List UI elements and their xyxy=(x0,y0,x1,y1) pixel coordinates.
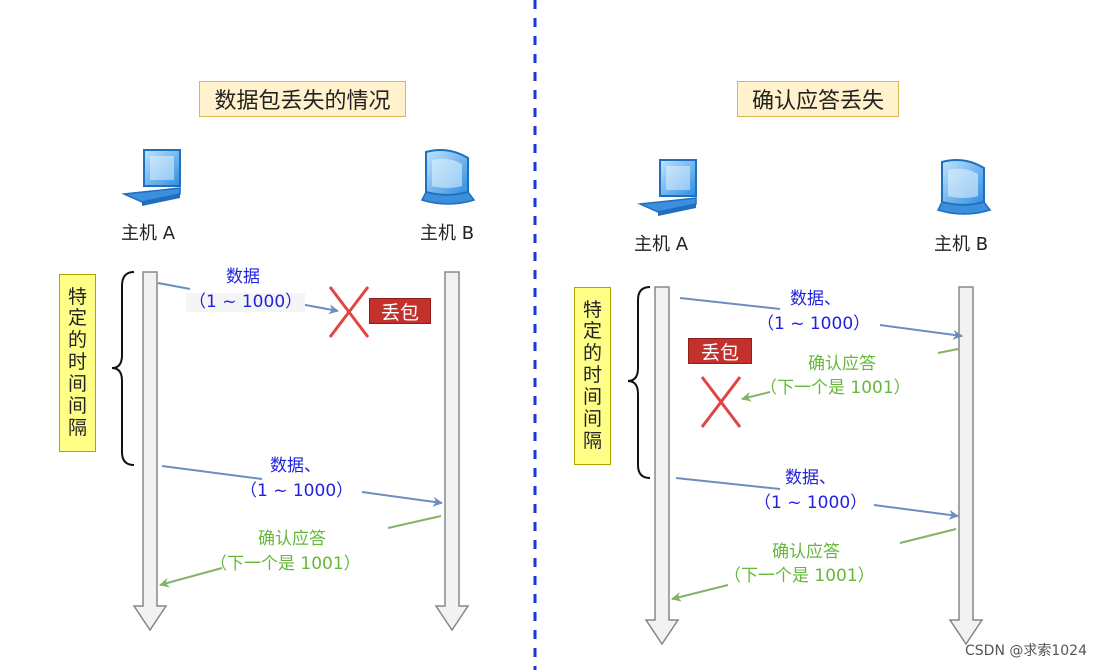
right-loss-badge: 丢包 xyxy=(688,338,752,364)
interval-char: 隔 xyxy=(582,429,602,452)
right-ack1-label-line2: （下一个是 1001） xyxy=(760,378,911,398)
interval-char: 间 xyxy=(67,394,87,417)
left-ack-label-line2: （下一个是 1001） xyxy=(210,554,361,574)
right-host-a-laptop-icon xyxy=(637,159,697,216)
right-data-arrow-1-seg1 xyxy=(679,297,781,310)
left-host-b-desktop-icon xyxy=(420,149,476,205)
right-msg2-label-line2: （1 ~ 1000） xyxy=(754,493,868,513)
right-ack-arrow-lost-seg1 xyxy=(937,348,959,354)
right-panel-title-text: 确认应答丢失 xyxy=(751,89,884,114)
right-interval-label: 特 定 的 时 间 间 隔 xyxy=(574,287,611,465)
left-data-arrow-2-seg1 xyxy=(161,465,263,480)
left-msg2-label-line2: （1 ~ 1000） xyxy=(240,481,354,501)
left-host-a-laptop-icon xyxy=(121,149,181,206)
interval-char: 隔 xyxy=(67,416,87,439)
interval-char: 的 xyxy=(582,342,602,365)
right-ack-arrow-lost-seg2 xyxy=(741,391,771,402)
interval-char: 特 xyxy=(67,285,87,308)
right-host-a-label: 主机 A xyxy=(634,234,689,255)
interval-char: 间 xyxy=(582,385,602,408)
right-loss-x-icon xyxy=(700,376,742,428)
left-panel-title: 数据包丢失的情况 xyxy=(199,81,406,117)
right-ack-arrow-2-seg2 xyxy=(671,584,729,602)
left-data-arrow-lost-seg2 xyxy=(299,303,339,315)
left-data-arrow-lost-seg1 xyxy=(157,282,191,290)
left-loss-x-icon xyxy=(328,286,370,338)
right-timeline-a xyxy=(644,286,680,646)
interval-char: 定 xyxy=(67,307,87,330)
left-ack-arrow-seg1 xyxy=(387,515,442,529)
right-ack1-label-line1: 确认应答 xyxy=(808,354,876,374)
right-timeline-b xyxy=(948,286,984,646)
interval-char: 的 xyxy=(67,329,87,352)
right-msg1-label-line1: 数据、 xyxy=(790,289,841,309)
interval-char: 时 xyxy=(67,351,87,374)
right-panel-title: 确认应答丢失 xyxy=(737,81,899,117)
right-host-b-desktop-icon xyxy=(936,159,992,215)
right-ack2-label-line2: （下一个是 1001） xyxy=(724,566,875,586)
interval-char: 间 xyxy=(582,407,602,430)
watermark: CSDN @求索1024 xyxy=(965,643,1087,659)
left-data-arrow-2-seg2 xyxy=(361,491,443,507)
right-ack-arrow-2-seg1 xyxy=(899,528,957,544)
interval-char: 间 xyxy=(67,372,87,395)
interval-char: 定 xyxy=(582,320,602,343)
left-timeline-a xyxy=(132,271,168,632)
left-interval-label: 特 定 的 时 间 间 隔 xyxy=(59,274,96,452)
right-interval-brace xyxy=(627,286,651,479)
right-host-b-label: 主机 B xyxy=(934,234,989,255)
left-ack-arrow-seg2 xyxy=(159,567,223,588)
left-timeline-b xyxy=(434,271,470,632)
left-host-a-label: 主机 A xyxy=(121,223,176,244)
interval-char: 特 xyxy=(582,298,602,321)
left-panel-title-text: 数据包丢失的情况 xyxy=(214,89,391,114)
right-data-arrow-2-seg2 xyxy=(873,504,959,520)
interval-char: 时 xyxy=(582,364,602,387)
left-ack-label-line1: 确认应答 xyxy=(258,529,326,549)
left-msg1-label-line1: 数据 xyxy=(226,267,260,287)
left-interval-brace xyxy=(111,271,135,466)
right-msg2-label-line1: 数据、 xyxy=(785,468,836,488)
left-loss-badge: 丢包 xyxy=(369,298,431,324)
right-msg1-label-line2: （1 ~ 1000） xyxy=(757,314,871,334)
left-host-b-label: 主机 B xyxy=(420,223,475,244)
left-msg2-label-line1: 数据、 xyxy=(270,456,321,476)
left-msg1-label-line2: （1 ~ 1000） xyxy=(186,293,306,312)
right-data-arrow-1-seg2 xyxy=(879,324,963,340)
right-ack2-label-line1: 确认应答 xyxy=(772,542,840,562)
right-data-arrow-2-seg1 xyxy=(675,477,781,490)
